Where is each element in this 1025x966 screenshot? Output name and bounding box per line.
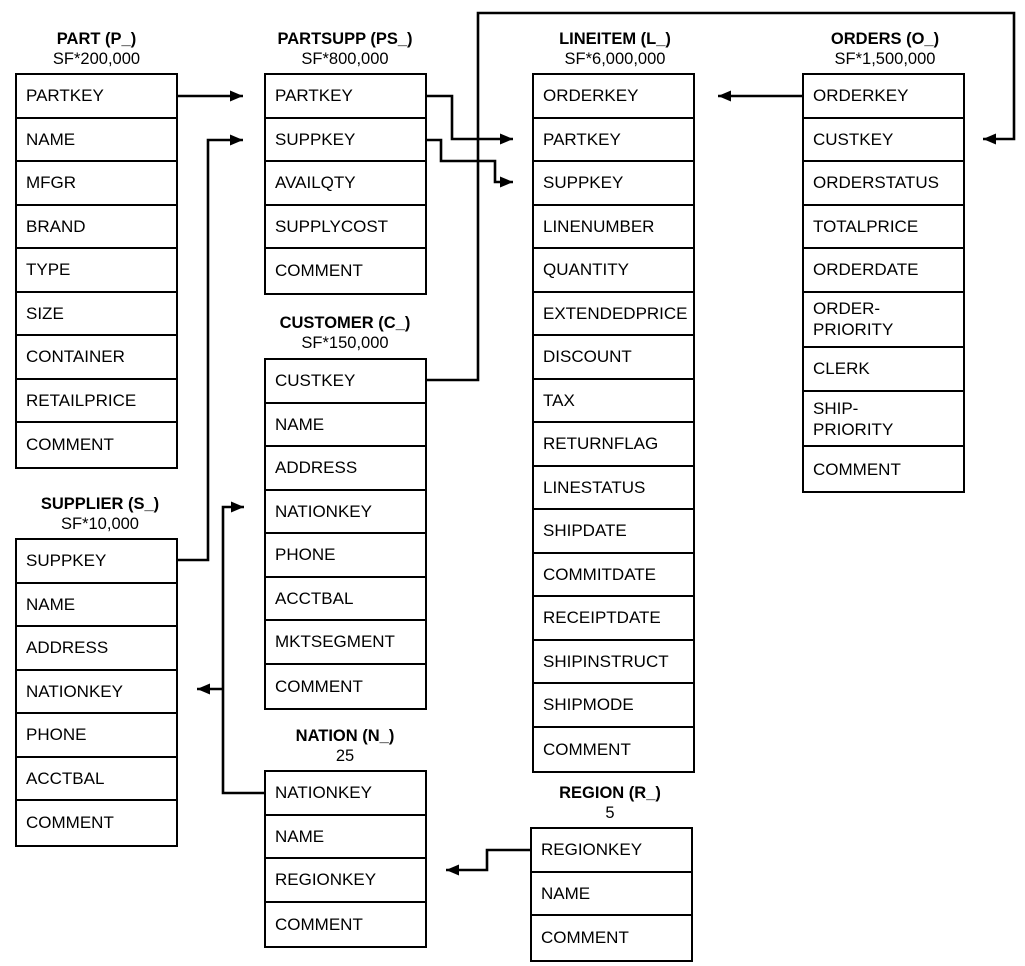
entity-cardinality-lineitem: SF*6,000,000 [564,50,666,68]
field-part-container[interactable]: CONTAINER [17,336,176,380]
field-part-size[interactable]: SIZE [17,292,176,336]
field-customer-comment[interactable]: COMMENT [266,664,425,708]
entity-cardinality-nation: 25 [335,747,355,765]
field-supplier-address[interactable]: ADDRESS [17,627,176,671]
entity-title-region: REGION (R_) [559,784,661,802]
field-lineitem-discount[interactable]: DISCOUNT [534,336,693,380]
field-lineitem-receiptdate[interactable]: RECEIPTDATE [534,597,693,641]
field-customer-phone[interactable]: PHONE [266,534,425,578]
entity-title-nation: NATION (N_) [295,727,395,745]
field-lineitem-returnflag[interactable]: RETURNFLAG [534,423,693,467]
field-lineitem-linenumber[interactable]: LINENUMBER [534,205,693,249]
field-lineitem-shipdate[interactable]: SHIPDATE [534,510,693,554]
field-lineitem-shipinstruct[interactable]: SHIPINSTRUCT [534,640,693,684]
field-customer-acctbal[interactable]: ACCTBAL [266,577,425,621]
field-nation-name[interactable]: NAME [266,815,425,859]
field-lineitem-orderkey[interactable]: ORDERKEY [534,75,693,119]
field-customer-mktsegment[interactable]: MKTSEGMENT [266,621,425,665]
field-partsupp-partkey[interactable]: PARTKEY [266,75,425,119]
field-partsupp-suppkey[interactable]: SUPPKEY [266,118,425,162]
entity-cardinality-region: 5 [605,804,615,822]
field-nation-comment[interactable]: COMMENT [266,902,425,946]
field-part-partkey[interactable]: PARTKEY [17,75,176,119]
field-part-mfgr[interactable]: MFGR [17,162,176,206]
field-partsupp-supplycost[interactable]: SUPPLYCOST [266,205,425,249]
field-orders-shippriority[interactable]: SHIP- PRIORITY [804,391,963,448]
entity-cardinality-customer: SF*150,000 [301,334,389,352]
field-part-name[interactable]: NAME [17,118,176,162]
field-supplier-suppkey[interactable]: SUPPKEY [17,540,176,584]
field-region-name[interactable]: NAME [532,872,691,916]
field-orders-orderstatus[interactable]: ORDERSTATUS [804,162,963,206]
entity-header-partsupp: PARTSUPP (PS_) SF*800,000 [245,29,445,71]
entity-title-part: PART (P_) [56,30,137,48]
field-customer-address[interactable]: ADDRESS [266,447,425,491]
entity-title-supplier: SUPPLIER (S_) [40,495,160,513]
field-nation-regionkey[interactable]: REGIONKEY [266,859,425,903]
entity-title-customer: CUSTOMER (C_) [279,314,411,332]
field-lineitem-tax[interactable]: TAX [534,379,693,423]
entity-header-part: PART (P_) SF*200,000 [15,29,178,71]
field-supplier-acctbal[interactable]: ACCTBAL [17,757,176,801]
entity-title-lineitem: LINEITEM (L_) [559,30,671,48]
field-lineitem-commitdate[interactable]: COMMITDATE [534,553,693,597]
field-orders-comment[interactable]: COMMENT [804,447,963,491]
field-orders-orderdate[interactable]: ORDERDATE [804,249,963,293]
entity-cardinality-part: SF*200,000 [52,50,141,68]
rel-partsupp-lineitem-suppkey [427,138,513,188]
field-partsupp-availqty[interactable]: AVAILQTY [266,162,425,206]
entity-title-partsupp: PARTSUPP (PS_) [277,30,413,48]
rel-region-nation [446,848,530,876]
entity-header-supplier: SUPPLIER (S_) SF*10,000 [10,494,190,536]
rel-partsupp-lineitem-partkey [427,94,513,145]
field-lineitem-comment[interactable]: COMMENT [534,727,693,771]
entity-header-customer: CUSTOMER (C_) SF*150,000 [245,313,445,355]
field-orders-custkey[interactable]: CUSTKEY [804,118,963,162]
field-orders-totalprice[interactable]: TOTALPRICE [804,205,963,249]
field-supplier-name[interactable]: NAME [17,583,176,627]
field-lineitem-shipmode[interactable]: SHIPMODE [534,684,693,728]
field-customer-nationkey[interactable]: NATIONKEY [266,490,425,534]
field-lineitem-linestatus[interactable]: LINESTATUS [534,466,693,510]
field-supplier-comment[interactable]: COMMENT [17,801,176,845]
field-lineitem-quantity[interactable]: QUANTITY [534,249,693,293]
field-part-retailprice[interactable]: RETAILPRICE [17,379,176,423]
field-customer-name[interactable]: NAME [266,403,425,447]
field-lineitem-partkey[interactable]: PARTKEY [534,118,693,162]
field-nation-nationkey[interactable]: NATIONKEY [266,772,425,816]
entity-header-lineitem: LINEITEM (L_) SF*6,000,000 [515,29,715,71]
field-part-type[interactable]: TYPE [17,249,176,293]
entity-header-orders: ORDERS (O_) SF*1,500,000 [785,29,985,71]
field-partsupp-comment[interactable]: COMMENT [266,249,425,293]
field-orders-clerk[interactable]: CLERK [804,348,963,392]
field-orders-orderpriority[interactable]: ORDER- PRIORITY [804,292,963,349]
field-lineitem-suppkey[interactable]: SUPPKEY [534,162,693,206]
entity-cardinality-orders: SF*1,500,000 [834,50,936,68]
field-supplier-nationkey[interactable]: NATIONKEY [17,670,176,714]
entity-header-region: REGION (R_) 5 [520,783,700,825]
field-customer-custkey[interactable]: CUSTKEY [266,360,425,404]
entity-title-orders: ORDERS (O_) [830,30,940,48]
entity-cardinality-supplier: SF*10,000 [61,515,139,533]
field-region-regionkey[interactable]: REGIONKEY [532,829,691,873]
entity-cardinality-partsupp: SF*800,000 [301,50,389,68]
field-part-comment[interactable]: COMMENT [17,423,176,467]
field-orders-orderkey[interactable]: ORDERKEY [804,75,963,119]
field-part-brand[interactable]: BRAND [17,205,176,249]
field-region-comment[interactable]: COMMENT [532,916,691,960]
field-supplier-phone[interactable]: PHONE [17,714,176,758]
field-lineitem-extendedprice[interactable]: EXTENDEDPRICE [534,292,693,336]
entity-header-nation: NATION (N_) 25 [255,726,435,768]
